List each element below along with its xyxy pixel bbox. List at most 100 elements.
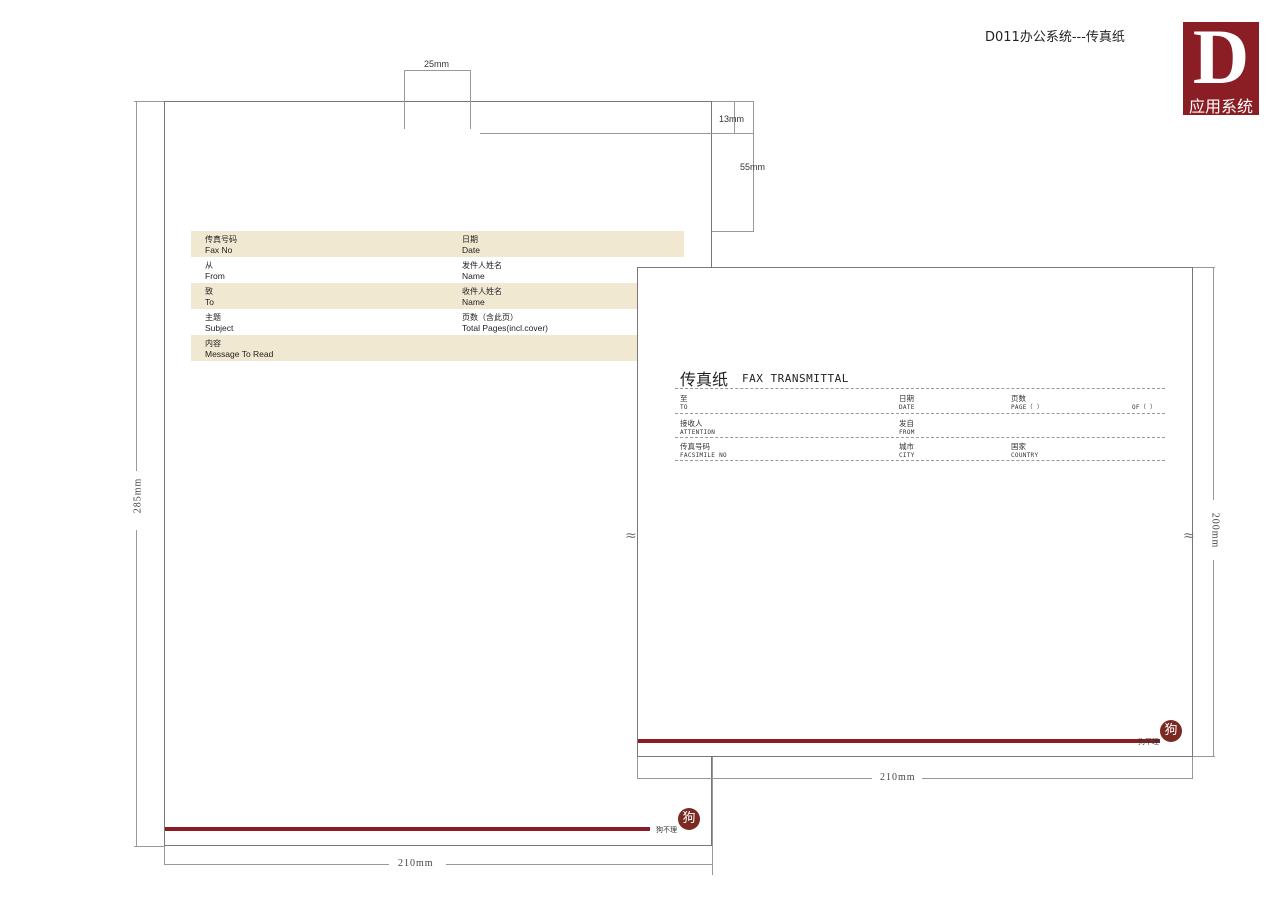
label-cn: 页数（含此页） <box>462 313 518 322</box>
label-cn: 主题 <box>205 313 221 322</box>
label-en: PAGE（ ） <box>1011 404 1044 411</box>
dim-line <box>404 70 470 71</box>
brand-subtitle: 应用系统 <box>1188 97 1253 116</box>
dim-left-width: 210mm <box>398 858 434 869</box>
field-from: 发自 FROM <box>899 419 915 437</box>
dim-line <box>712 133 753 134</box>
dog-logo-icon: 狗 <box>678 808 700 830</box>
field-facsimile-no: 传真号码 FACSIMILE NO <box>680 442 727 460</box>
left-fax-sheet <box>164 101 712 846</box>
dim-line <box>134 101 164 102</box>
dashed-divider <box>675 460 1165 461</box>
field-date: 日期 Date <box>462 235 480 255</box>
fax-title-cn: 传真纸 <box>680 370 729 389</box>
label-en: Date <box>462 245 480 255</box>
field-recipient-name: 收件人姓名 Name <box>462 287 502 307</box>
label-cn: 日期 <box>462 235 478 244</box>
field-subject: 主题 Subject <box>205 313 233 333</box>
label-cn: 致 <box>205 287 213 296</box>
logo-text: 狗不理 <box>656 826 677 834</box>
dim-line <box>1193 267 1215 268</box>
label-cn: 发自 <box>899 419 914 428</box>
field-date: 日期 DATE <box>899 394 915 412</box>
dashed-divider <box>675 437 1165 438</box>
fax-title-en: FAX TRANSMITTAL <box>742 372 849 385</box>
label-cn: 发件人姓名 <box>462 261 502 270</box>
dashed-divider <box>675 413 1165 414</box>
document-title: D011办公系统---传真纸 <box>985 30 1125 45</box>
form-row: 致 To 收件人姓名 Name <box>191 283 684 309</box>
field-sender-name: 发件人姓名 Name <box>462 261 502 281</box>
dim-line <box>637 757 638 779</box>
dim-line <box>712 231 754 232</box>
form-row: 从 From 发件人姓名 Name <box>191 257 684 283</box>
label-en: TO <box>680 404 688 411</box>
dim-line <box>1193 756 1215 757</box>
field-attention: 接收人 ATTENTION <box>680 419 715 437</box>
label-en: To <box>205 297 214 307</box>
dim-right-offset: 55mm <box>740 162 766 172</box>
footer-bar <box>638 739 1160 743</box>
dim-line <box>136 530 137 846</box>
label-en: From <box>205 271 225 281</box>
right-fax-sheet <box>637 267 1193 757</box>
label-en: Fax No <box>205 245 233 255</box>
label-en: CITY <box>899 452 915 459</box>
break-mark-icon: ≈ <box>1183 528 1195 544</box>
label-en: Total Pages(incl.cover) <box>462 323 548 333</box>
label-cn: 从 <box>205 261 213 270</box>
dim-line <box>164 864 389 865</box>
dim-line <box>712 101 754 102</box>
dim-top-margin: 25mm <box>424 59 450 69</box>
label-en: Name <box>462 271 485 281</box>
dim-line <box>164 846 165 864</box>
dim-line <box>470 70 471 129</box>
dim-right-width: 210mm <box>880 772 916 783</box>
label-en: OF（ ） <box>1132 404 1157 411</box>
label-cn: 日期 <box>899 394 914 403</box>
logo-text: 狗不理 <box>1138 738 1159 746</box>
dim-line <box>1213 560 1214 756</box>
dim-line <box>922 778 1193 779</box>
label-cn: 至 <box>680 394 688 403</box>
footer-bar <box>165 827 650 831</box>
dog-logo-icon: 狗 <box>1160 720 1182 742</box>
label-en: ATTENTION <box>680 429 716 436</box>
dim-line <box>753 101 754 232</box>
dim-line <box>734 101 735 133</box>
label-cn: 接收人 <box>680 419 703 428</box>
field-from: 从 From <box>205 261 225 281</box>
dim-right-height: 200mm <box>1209 512 1221 549</box>
brand-letter: D <box>1192 13 1250 100</box>
field-country: 国家 COUNTRY <box>1011 442 1038 460</box>
field-to: 致 To <box>205 287 214 307</box>
field-city: 城市 CITY <box>899 442 915 460</box>
field-of: OF（ ） <box>1132 403 1156 412</box>
dim-line <box>134 846 164 847</box>
form-row: 内容 Message To Read <box>191 335 684 361</box>
label-cn: 传真号码 <box>205 235 237 244</box>
label-en: FROM <box>899 429 915 436</box>
label-en: Message To Read <box>205 349 274 359</box>
field-pages: 页数 PAGE（ ） <box>1011 394 1043 412</box>
dim-line <box>404 70 405 129</box>
label-cn: 传真号码 <box>680 442 710 451</box>
dim-line <box>480 133 712 134</box>
dim-line <box>136 101 137 471</box>
dim-line <box>1213 267 1214 500</box>
break-mark-icon: ≈ <box>625 528 637 544</box>
label-en: Name <box>462 297 485 307</box>
label-cn: 收件人姓名 <box>462 287 502 296</box>
dim-line <box>1192 757 1193 779</box>
field-to: 至 TO <box>680 394 688 412</box>
label-en: DATE <box>899 404 915 411</box>
label-cn: 国家 <box>1011 442 1026 451</box>
label-cn: 页数 <box>1011 394 1026 403</box>
dim-right-margin: 13mm <box>719 114 745 124</box>
label-en: COUNTRY <box>1011 452 1039 459</box>
label-en: FACSIMILE NO <box>680 452 727 459</box>
form-row: 传真号码 Fax No 日期 Date <box>191 231 684 257</box>
dashed-divider <box>675 388 1165 389</box>
label-cn: 城市 <box>899 442 914 451</box>
dim-line <box>712 757 713 875</box>
